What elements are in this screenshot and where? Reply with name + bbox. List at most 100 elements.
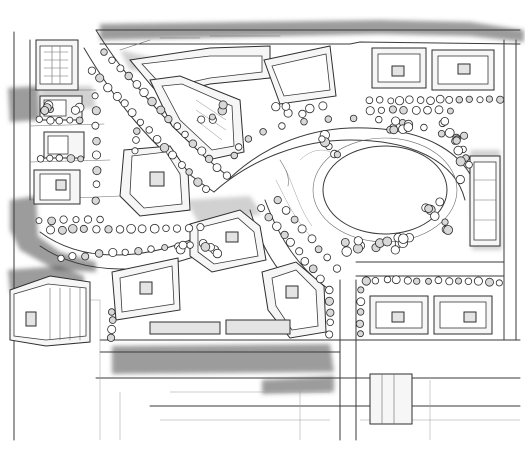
tree: [280, 230, 289, 239]
building-bottom-right-1: [369, 295, 429, 335]
tree: [116, 64, 125, 73]
tree: [324, 115, 332, 123]
tree: [79, 224, 88, 233]
tree: [188, 139, 198, 148]
tree: [162, 224, 170, 232]
tree: [139, 87, 149, 98]
tree: [244, 135, 253, 143]
tree: [434, 276, 443, 285]
tree: [455, 95, 463, 104]
tree: [390, 245, 400, 255]
tree: [197, 115, 206, 124]
tree: [318, 135, 326, 143]
tree: [68, 224, 78, 234]
tree: [426, 96, 435, 105]
tree: [324, 296, 334, 306]
building-lower-center: [261, 261, 327, 339]
building-top-right-1: [263, 45, 337, 105]
building-right-tall: [469, 155, 501, 247]
building-lower-left: [111, 257, 181, 321]
tree: [185, 168, 193, 176]
tree: [112, 91, 122, 101]
tree: [75, 116, 84, 125]
tree: [91, 121, 100, 130]
tree: [200, 242, 211, 252]
tree: [452, 136, 461, 145]
tree: [108, 247, 118, 257]
tree: [94, 249, 104, 258]
tree: [295, 247, 304, 256]
tree: [325, 330, 334, 339]
tree: [460, 131, 469, 140]
tree: [234, 143, 243, 151]
tree: [208, 113, 216, 121]
tree: [147, 245, 155, 253]
tree: [340, 237, 350, 247]
tree: [300, 256, 310, 266]
tree: [273, 196, 282, 205]
tree: [127, 108, 137, 117]
tree: [126, 224, 136, 234]
tree: [222, 171, 231, 180]
tree: [92, 166, 102, 176]
tree: [108, 56, 116, 64]
tree: [298, 109, 307, 119]
tree: [389, 125, 399, 135]
tree: [173, 122, 182, 130]
tree: [134, 247, 143, 256]
tree: [164, 115, 173, 124]
tree: [272, 221, 282, 232]
tree: [388, 105, 397, 114]
tree: [264, 212, 273, 222]
tree: [424, 204, 433, 213]
tree: [136, 118, 144, 126]
tree: [124, 71, 133, 81]
building-left-block-2: [43, 131, 85, 159]
tree: [92, 225, 101, 234]
tree: [285, 237, 295, 247]
tree: [405, 95, 414, 104]
building-bottom-right-2: [433, 295, 493, 335]
tree: [107, 324, 117, 334]
tree: [184, 224, 194, 233]
tree: [46, 154, 54, 162]
tree: [435, 197, 445, 207]
tree: [495, 279, 503, 287]
tree: [131, 147, 139, 155]
tree: [403, 122, 414, 132]
tree: [204, 154, 214, 163]
tree: [443, 225, 454, 235]
tree: [361, 276, 371, 286]
tree: [326, 308, 335, 317]
tree: [341, 246, 352, 257]
building-top-right-2: [371, 47, 427, 89]
tree: [193, 177, 203, 187]
building-top-left-tower: [35, 39, 79, 91]
tree: [356, 308, 365, 316]
trees: [35, 48, 505, 342]
tree: [92, 150, 102, 160]
tree: [446, 107, 454, 115]
tree: [394, 96, 405, 106]
tree: [455, 156, 466, 167]
tree: [159, 142, 170, 153]
tree: [365, 106, 375, 116]
tree: [46, 116, 55, 125]
tree: [77, 155, 85, 163]
building-bottom-small: [369, 373, 413, 425]
tree: [96, 215, 104, 224]
tree: [355, 319, 364, 328]
tree: [375, 115, 383, 124]
tree: [376, 96, 384, 104]
buildings: [9, 35, 501, 425]
tree: [290, 215, 299, 224]
tree: [435, 94, 445, 104]
tree: [40, 106, 50, 115]
tree: [445, 277, 454, 286]
tree: [87, 66, 97, 75]
tree: [391, 116, 401, 126]
tree: [454, 277, 462, 285]
tree: [441, 218, 449, 226]
tree: [152, 135, 162, 144]
